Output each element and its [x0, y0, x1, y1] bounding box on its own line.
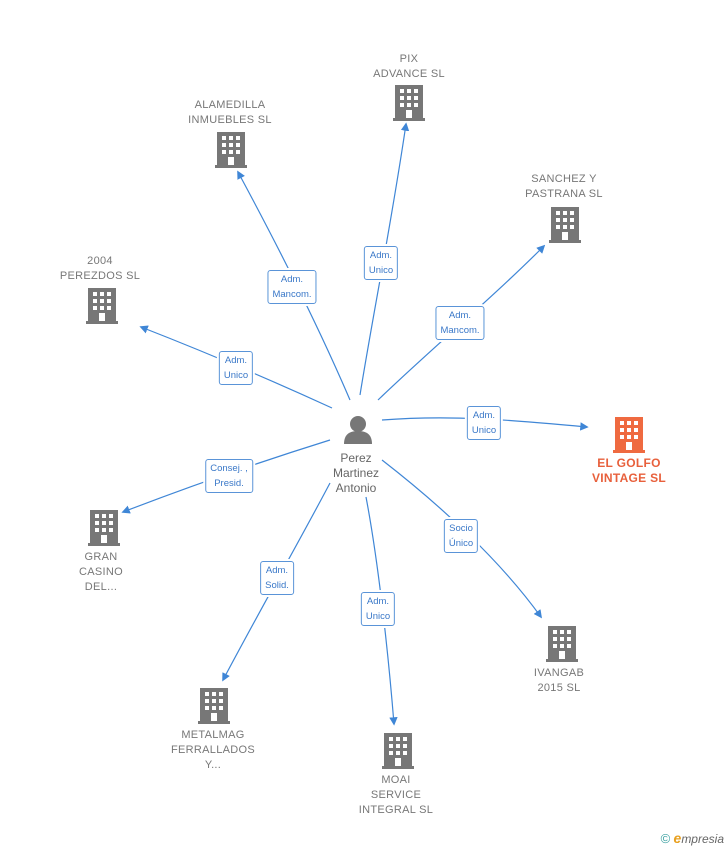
building-icon[interactable] — [546, 626, 578, 662]
role-badge-sanchez: Adm. Mancom. — [435, 306, 485, 340]
company-label-perezdos[interactable]: 2004 PEREZDOS SL — [59, 255, 141, 282]
building-icon[interactable] — [86, 288, 118, 324]
company-label-moai[interactable]: MOAI SERVICE INTEGRAL SL — [358, 774, 434, 816]
role-badge-casino: Consej. , Presid. — [205, 459, 253, 493]
building-icon[interactable] — [215, 132, 247, 168]
role-badge-ivangab: Socio Único — [443, 519, 479, 553]
building-icon[interactable] — [613, 417, 645, 453]
building-icon[interactable] — [549, 207, 581, 243]
role-badge-golfo: Adm. Unico — [466, 406, 502, 440]
role-badge-moai: Adm. Unico — [360, 592, 396, 626]
building-icon[interactable] — [88, 510, 120, 546]
building-icon[interactable] — [198, 688, 230, 724]
role-badge-pix: Adm. Unico — [363, 246, 399, 280]
footer-brand: © empresia — [661, 830, 724, 846]
role-badge-perezdos: Adm. Unico — [218, 351, 254, 385]
company-label-pix[interactable]: PIX ADVANCE SL — [373, 53, 445, 80]
building-icon[interactable] — [382, 733, 414, 769]
company-label-ivangab[interactable]: IVANGAB 2015 SL — [533, 667, 585, 694]
role-badge-alamedilla: Adm. Mancom. — [267, 270, 317, 304]
copyright-icon: © — [660, 831, 671, 846]
role-badge-metalmag: Adm. Solid. — [260, 561, 294, 595]
company-label-golfo[interactable]: EL GOLFO VINTAGE SL — [591, 456, 667, 485]
center-person-name[interactable]: Perez Martinez Antonio — [332, 451, 380, 495]
company-label-sanchez[interactable]: SANCHEZ Y PASTRANA SL — [525, 173, 603, 200]
company-label-casino[interactable]: GRAN CASINO DEL... — [79, 551, 123, 593]
building-icon[interactable] — [393, 85, 425, 121]
brand-name: mpresia — [681, 832, 724, 846]
person-icon — [344, 416, 372, 444]
company-label-alamedilla[interactable]: ALAMEDILLA INMUEBLES SL — [188, 99, 272, 126]
brand-initial: e — [673, 830, 682, 846]
company-label-metalmag[interactable]: METALMAG FERRALLADOS Y... — [171, 729, 255, 771]
